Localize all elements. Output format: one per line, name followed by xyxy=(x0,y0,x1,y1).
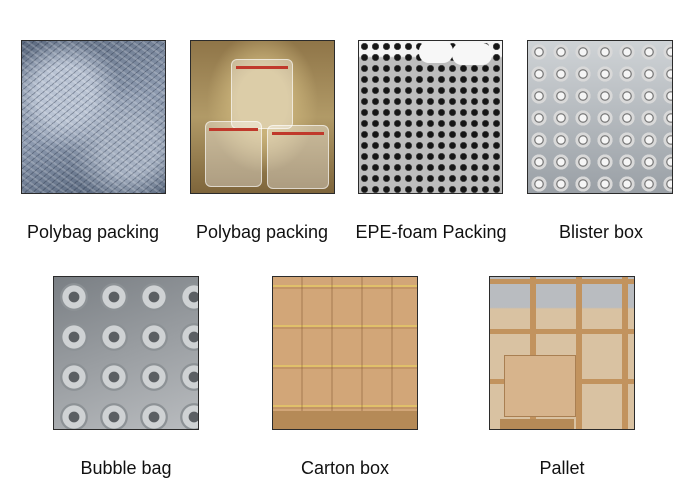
caption-bubble-bag: Bubble bag xyxy=(80,458,172,478)
blister-box-photo xyxy=(527,40,673,194)
caption-carton-box: Carton box xyxy=(300,458,390,478)
polybag-brass-fittings-photo xyxy=(190,40,335,194)
caption-polybag-packing-1: Polybag packing xyxy=(26,222,160,242)
carton-boxes-on-pallet-photo xyxy=(272,276,418,430)
caption-pallet: Pallet xyxy=(539,458,585,478)
epe-foam-tray-photo xyxy=(358,40,503,194)
bubble-bag-washers-photo xyxy=(53,276,199,430)
wooden-crate-pallet-photo xyxy=(489,276,635,430)
caption-blister-box: Blister box xyxy=(558,222,644,242)
caption-epe-foam-packing: EPE-foam Packing xyxy=(355,222,507,242)
polybag-screws-photo xyxy=(21,40,166,194)
caption-polybag-packing-2: Polybag packing xyxy=(195,222,329,242)
